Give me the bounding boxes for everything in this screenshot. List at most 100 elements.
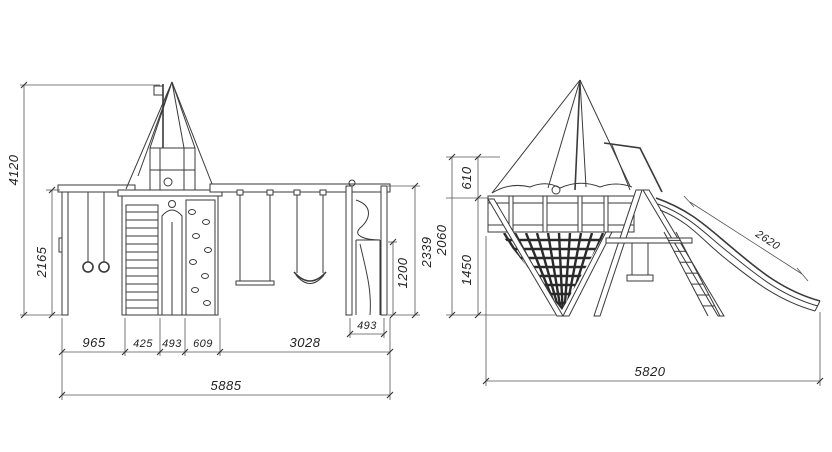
tube-slide-chute: [355, 199, 381, 241]
side-sail-roof: [491, 79, 633, 195]
dim-tick: [58, 348, 394, 356]
net-rope: [563, 233, 572, 310]
tube-slide-post-right: [380, 185, 388, 316]
dim-deck-height: 2165: [34, 246, 49, 278]
slide-bottom-edge: [659, 209, 816, 312]
a-frame-left-leg: [593, 189, 643, 317]
rock-wall: [185, 199, 216, 316]
dim-tube-slide-exit-height: 1200: [395, 257, 410, 288]
side-slide: [655, 197, 821, 312]
side-deck-group: [487, 195, 635, 233]
dim-tick: [474, 153, 482, 319]
a-frame-right-leg: [642, 189, 725, 317]
rings-frame: [57, 184, 136, 316]
dim-upper-height: 610: [459, 166, 474, 189]
dim-rings-bay-width: 965: [82, 335, 105, 350]
side-dimensions: 2060 610 1450 5820 2620: [434, 153, 824, 386]
top-rail: [603, 142, 663, 193]
climbing-hold: [188, 209, 196, 215]
steering-wheel-icon: [163, 177, 173, 187]
front-dimensions: 4120 2165 965 425 493 609 3028 5885: [6, 81, 434, 400]
rings-frame-post: [61, 189, 69, 316]
roof-rope: [491, 79, 581, 194]
gymnastic-ring-left: [82, 261, 94, 273]
dim-side-overall-length: 5820: [635, 364, 666, 379]
tube-slide-chute: [359, 243, 371, 316]
swing-hanger: [293, 189, 301, 196]
mast: [574, 79, 581, 191]
climbing-hold: [191, 287, 199, 293]
top-rail-brace: [611, 144, 631, 191]
roof-rope: [579, 79, 587, 188]
deck-post: [577, 195, 583, 233]
climbing-net: [487, 198, 613, 317]
slide-end-cap: [814, 300, 821, 312]
roof-rope: [171, 81, 185, 149]
net-frame-right-leg: [562, 231, 613, 317]
swing-hanger: [236, 189, 244, 196]
dim-tower-side-width: 609: [193, 338, 213, 350]
net-rope: [502, 233, 556, 310]
dim-tick: [448, 153, 456, 319]
tube-slide-chute: [355, 239, 381, 315]
dim-tick: [389, 238, 397, 319]
net-rope: [557, 233, 564, 310]
deck-post: [603, 195, 609, 233]
roof-rope: [547, 79, 581, 189]
dim-tube-slide-width: 493: [357, 320, 377, 332]
belt-swing-seat-edge: [295, 274, 325, 284]
rock-wall-panel: [185, 199, 216, 316]
net-rope: [535, 233, 561, 310]
flat-swing-seat: [235, 280, 275, 286]
beam-bracket: [348, 179, 356, 187]
side-swing-seat: [626, 274, 654, 282]
roof-rope: [171, 81, 215, 190]
swing-hanger: [319, 189, 327, 196]
climbing-hold: [204, 247, 212, 253]
dim-extension: [683, 195, 695, 208]
dim-tick: [48, 186, 56, 319]
dim-climbing-wall-width: 425: [133, 338, 153, 350]
a-frame: [593, 189, 725, 317]
dim-tick: [20, 81, 28, 319]
belt-swing-seat: [293, 271, 327, 282]
tower: [117, 147, 223, 316]
rings-frame-beam: [57, 184, 136, 193]
dim-tick: [58, 391, 394, 399]
dim-line-slide-length: [689, 201, 803, 275]
roof-rope: [137, 81, 173, 177]
deck-post: [542, 195, 548, 233]
tower-deck: [117, 189, 223, 197]
sail-roof: [125, 81, 215, 190]
ladder: [663, 231, 721, 317]
a-frame-crossbar: [605, 237, 693, 244]
flag: [153, 85, 163, 96]
dim-swing-beam-height: 2339: [419, 237, 434, 269]
dim-tick: [411, 182, 419, 319]
slide-top-edge: [655, 197, 821, 302]
climbing-hold: [203, 300, 211, 306]
lookout-cabin: [149, 147, 196, 191]
net-rope: [546, 233, 563, 310]
tube-slide-section: [345, 179, 388, 316]
dim-slide-length: 2620: [752, 228, 782, 253]
dim-extension: [796, 267, 809, 282]
side-view: 2060 610 1450 5820 2620: [434, 79, 824, 386]
climbing-hold: [202, 219, 210, 225]
slide-inner-edge: [657, 203, 819, 307]
canopy-edge: [491, 182, 633, 194]
gymnastic-ring-right: [98, 261, 110, 273]
swing-hanger: [266, 189, 274, 196]
dim-tick: [482, 377, 824, 385]
dim-swing-beam-length: 3028: [290, 335, 321, 350]
dim-overall-height: 4120: [6, 154, 21, 185]
post-handle: [58, 237, 62, 253]
climbing-hold: [189, 259, 197, 265]
dim-side-overall-height: 2060: [434, 224, 449, 256]
dim-overall-width: 5885: [211, 378, 242, 393]
climbing-hold: [192, 233, 200, 239]
ladder-rail: [675, 231, 721, 317]
tube-slide-post-left: [345, 185, 353, 316]
dim-side-deck-height: 1450: [459, 254, 474, 285]
